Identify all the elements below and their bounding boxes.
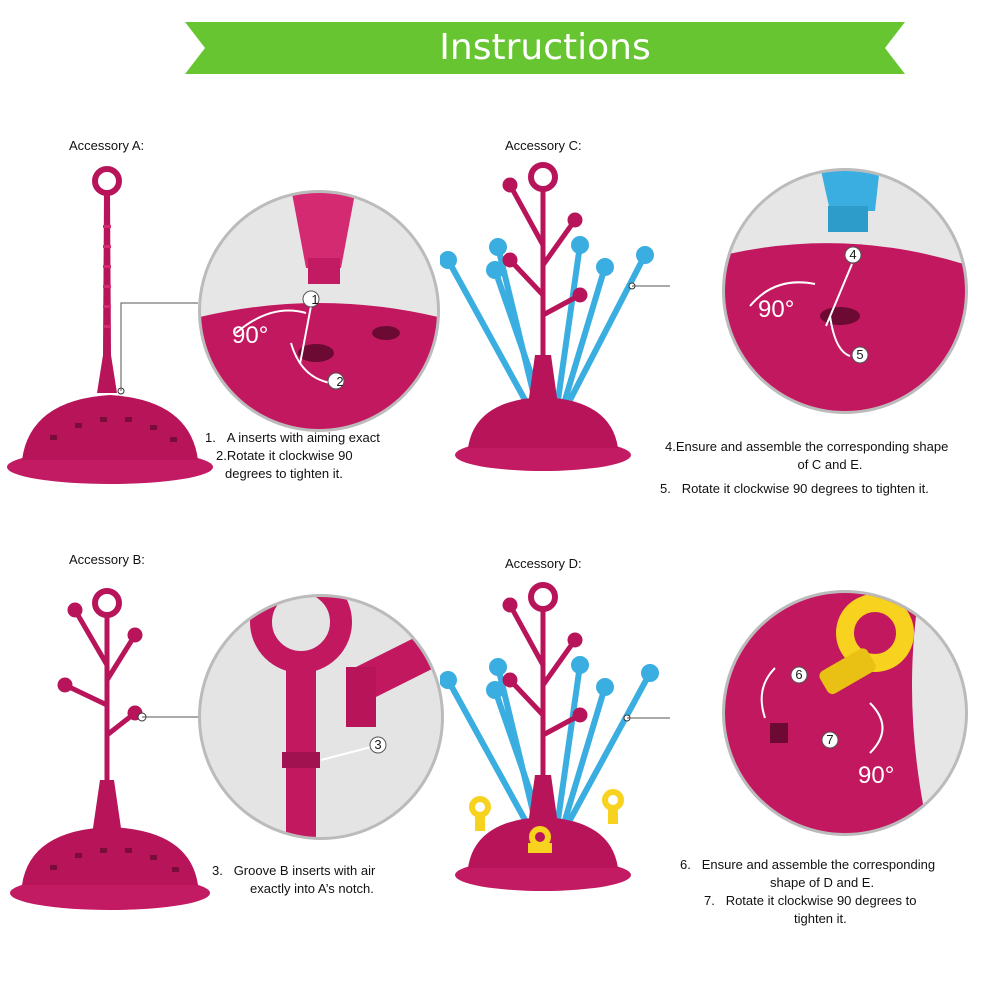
zoom-c-step-4: 4 — [849, 247, 857, 262]
instruction-b-line-2: exactly into A’s notch. — [250, 881, 374, 896]
instruction-b-1-text: Groove B inserts with air — [233, 863, 376, 878]
instruction-c-3-num: 5. — [660, 481, 671, 496]
accessory-d-illustration — [440, 582, 670, 891]
instruction-d-3-text: Rotate it clockwise 90 degrees to — [725, 893, 917, 908]
instruction-d-1-text: Ensure and assemble the corresponding — [701, 857, 936, 872]
instruction-c-line-3: 5. Rotate it clockwise 90 degrees to tig… — [660, 480, 995, 498]
zoom-a-step-1: 1 — [311, 292, 319, 307]
accessory-b-illustration — [10, 588, 210, 910]
instruction-d-line-3: 7. Rotate it clockwise 90 degrees to — [704, 892, 990, 910]
page-title: Instructions — [439, 27, 651, 68]
instruction-d-line-4: tighten it. — [794, 911, 847, 926]
instruction-a-1-text: A inserts with aiming exact — [226, 430, 380, 445]
banner-ribbon-shape — [185, 22, 905, 74]
instruction-c-line-1: 4.Ensure and assemble the corresponding … — [665, 439, 949, 454]
zoom-b-circle — [198, 594, 444, 840]
instruction-d-1-num: 6. — [680, 857, 691, 872]
instructions-a: 1. A inserts with aiming exact 2.Rotate … — [205, 429, 380, 483]
instruction-a-line-3: degrees to tighten it. — [225, 466, 343, 481]
zoom-c-angle: 90° — [758, 296, 795, 323]
instruction-d-3-num: 7. — [704, 893, 715, 908]
zoom-d-step-7: 7 — [826, 732, 834, 747]
instruction-d-line-1: 6. Ensure and assemble the corresponding — [680, 856, 990, 874]
instruction-c-3-text: Rotate it clockwise 90 degrees to tighte… — [681, 481, 929, 496]
zoom-d-step-6: 6 — [795, 667, 803, 682]
instructions-d: 6. Ensure and assemble the corresponding… — [680, 856, 990, 928]
zoom-a-circle — [198, 190, 440, 432]
zoom-b-step-3: 3 — [374, 737, 382, 752]
instruction-a-line-1: 1. A inserts with aiming exact — [205, 429, 380, 447]
instruction-a-line-2: 2.Rotate it clockwise 90 — [216, 448, 353, 463]
accessory-a-illustration — [7, 166, 213, 484]
accessory-c-illustration — [440, 162, 670, 471]
instruction-a-1-num: 1. — [205, 430, 216, 445]
accessory-c-label: Accessory C: — [505, 138, 582, 153]
instructions-c: 4.Ensure and assemble the corresponding … — [660, 438, 995, 498]
accessory-b-label: Accessory B: — [69, 552, 145, 567]
zoom-c-step-5: 5 — [856, 347, 864, 362]
instruction-b-line-1: 3. Groove B inserts with air — [212, 862, 375, 880]
zoom-d-circle — [722, 590, 968, 836]
zoom-d-angle: 90° — [858, 762, 895, 789]
instruction-c-line-2: of C and E. — [797, 457, 863, 472]
zoom-c-circle — [722, 168, 968, 414]
instruction-d-line-2: shape of D and E. — [770, 875, 875, 890]
zoom-a-angle: 90° — [232, 322, 269, 349]
zoom-a-step-2: 2 — [336, 374, 344, 389]
accessory-a-label: Accessory A: — [69, 138, 145, 153]
instructions-b: 3. Groove B inserts with air exactly int… — [212, 862, 375, 898]
instruction-b-1-num: 3. — [212, 863, 223, 878]
instructions-banner: Instructions — [185, 22, 905, 74]
accessory-d-label: Accessory D: — [505, 556, 582, 571]
